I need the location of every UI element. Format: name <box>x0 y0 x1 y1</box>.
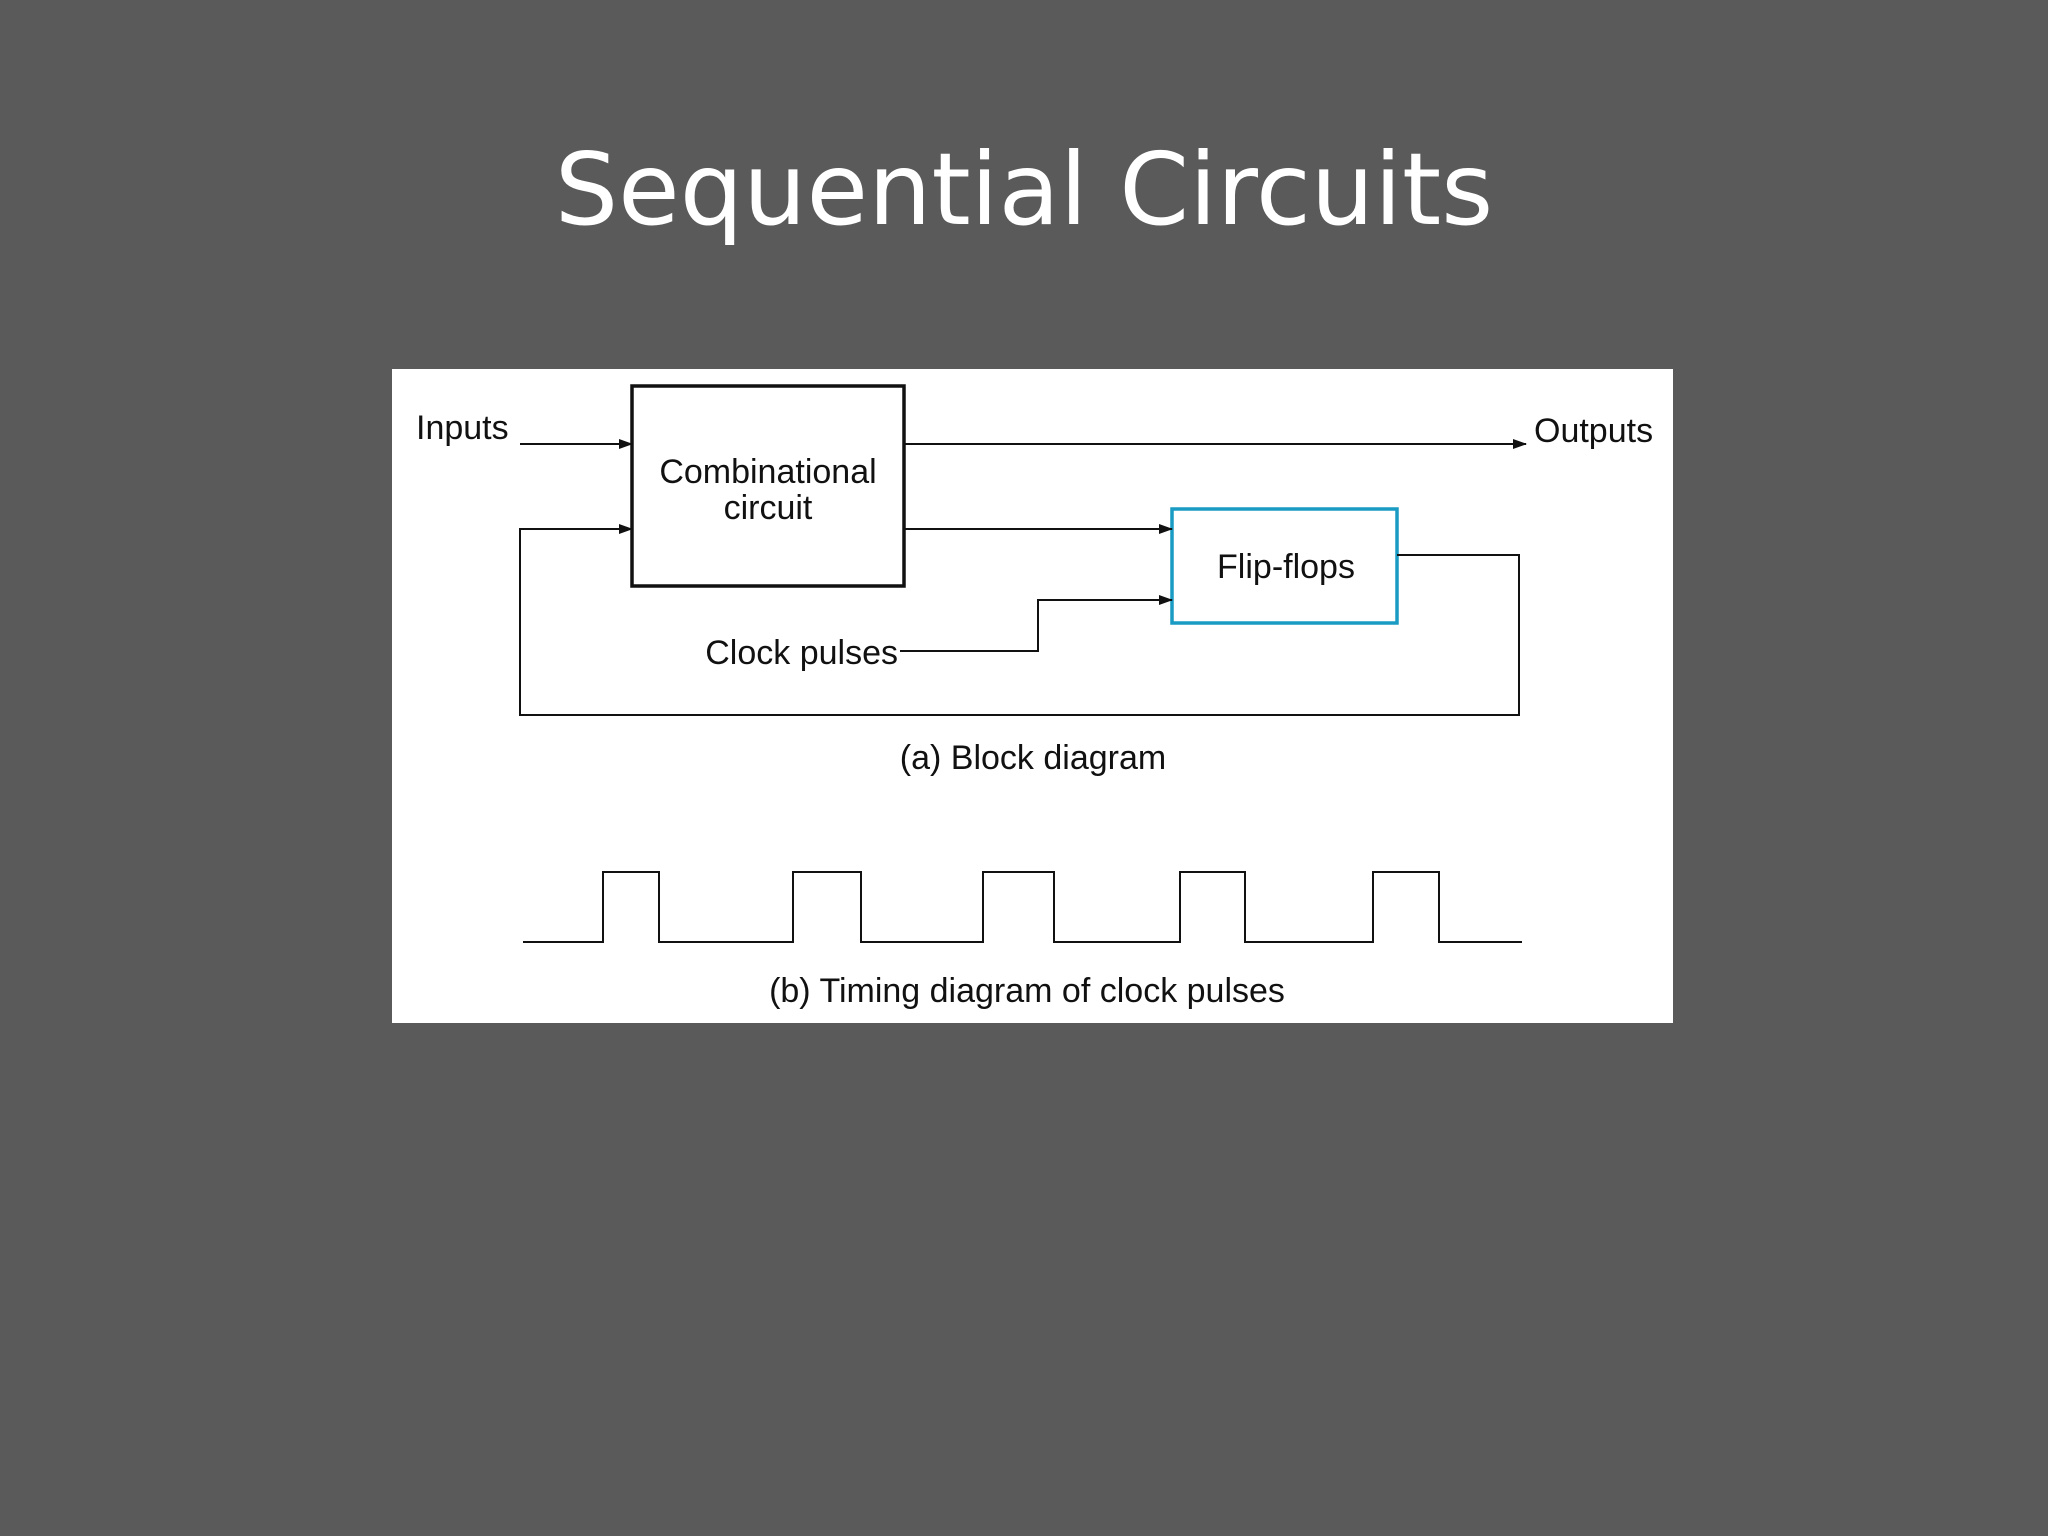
feedback-loop <box>519 524 1520 716</box>
block-diagram-caption: (a) Block diagram <box>900 739 1166 777</box>
combinational-circuit-box <box>630 384 906 588</box>
flip-flops-box <box>1170 507 1399 625</box>
flip-flops-label: Flip-flops <box>1217 548 1355 586</box>
combinational-label-line2: circuit <box>724 489 813 527</box>
clock-to-flipflops-arrow <box>900 595 1173 652</box>
clock-pulses-label: Clock pulses <box>705 634 898 672</box>
combinational-label-line1: Combinational <box>659 453 876 491</box>
timing-diagram-caption: (b) Timing diagram of clock pulses <box>769 972 1285 1010</box>
timing-diagram: (b) Timing diagram of clock pulses <box>523 871 1522 1010</box>
outputs-label: Outputs <box>1534 412 1653 450</box>
slide-title: Sequential Circuits <box>554 131 1494 248</box>
clock-waveform <box>523 871 1522 943</box>
sequential-circuit-figure: Combinational circuit Flip-flops Inputs … <box>416 384 1653 1010</box>
figure-panel: Combinational circuit Flip-flops Inputs … <box>392 369 1673 1023</box>
block-diagram: Combinational circuit Flip-flops Inputs … <box>416 384 1653 777</box>
inputs-label: Inputs <box>416 409 509 447</box>
